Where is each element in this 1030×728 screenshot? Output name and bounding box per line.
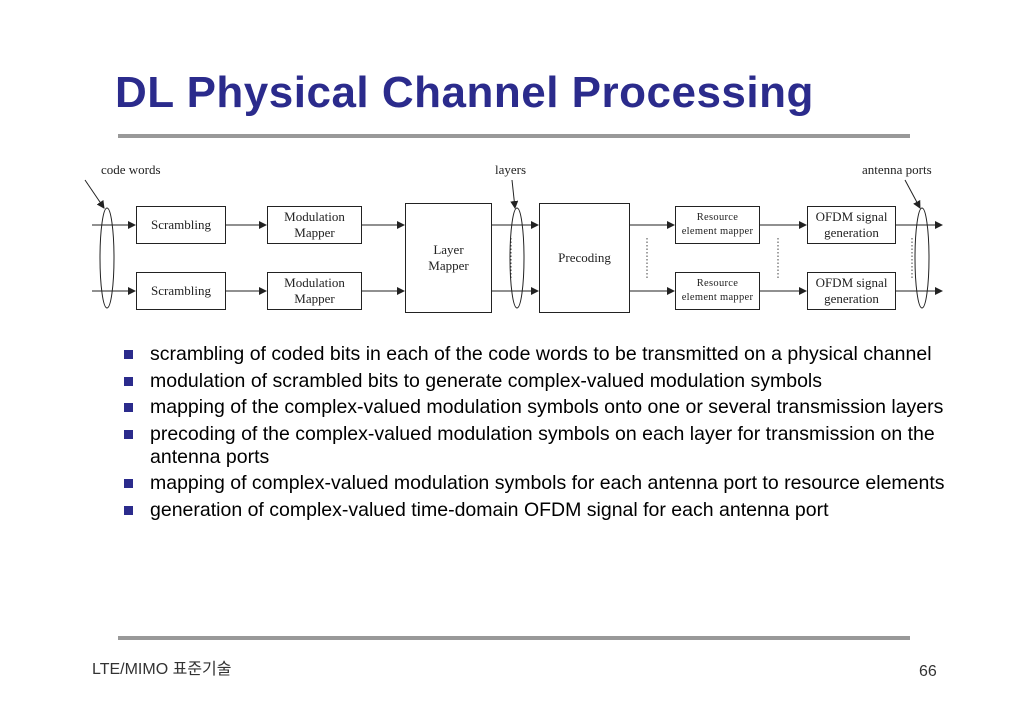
bullet-item: mapping of the complex-valued modulation… xyxy=(120,396,980,419)
square-bullet-icon xyxy=(124,350,133,359)
bullet-item: generation of complex-valued time-domain… xyxy=(120,499,980,522)
scrambling-block-2: Scrambling xyxy=(136,272,226,310)
pointer-antenna-ports xyxy=(904,179,921,209)
slide-title: DL Physical Channel Processing xyxy=(115,68,814,117)
modulation-mapper-block-2: Modulation Mapper xyxy=(267,272,362,310)
bullet-item: modulation of scrambled bits to generate… xyxy=(120,370,980,393)
title-divider xyxy=(118,134,910,138)
bullet-item: scrambling of coded bits in each of the … xyxy=(120,343,980,366)
square-bullet-icon xyxy=(124,479,133,488)
label-layers: layers xyxy=(495,162,527,177)
diagram-connectors xyxy=(84,179,943,309)
square-bullet-icon xyxy=(124,403,133,412)
footer-divider xyxy=(118,636,910,640)
bracket-ellipse-code-words xyxy=(99,207,115,309)
bullet-item: mapping of complex-valued modulation sym… xyxy=(120,472,980,495)
scrambling-block-1: Scrambling xyxy=(136,206,226,244)
bullet-item: precoding of the complex-valued modulati… xyxy=(120,423,980,469)
bullet-list: scrambling of coded bits in each of the … xyxy=(120,343,980,525)
square-bullet-icon xyxy=(124,376,133,386)
precoding-block: Precoding xyxy=(539,203,630,313)
label-antenna-ports: antenna ports xyxy=(862,162,932,177)
ofdm-signal-generation-block-1: OFDM signal generation xyxy=(807,206,896,244)
modulation-mapper-block-1: Modulation Mapper xyxy=(267,206,362,244)
bracket-ellipse-antenna-ports xyxy=(914,207,930,309)
pointer-code-words xyxy=(84,179,105,209)
page-number: 66 xyxy=(919,663,937,680)
resource-element-mapper-block-2: Resource element mapper xyxy=(675,272,760,310)
ofdm-signal-generation-block-2: OFDM signal generation xyxy=(807,272,896,310)
bracket-ellipse-layers xyxy=(509,207,525,309)
square-bullet-icon xyxy=(124,505,133,515)
resource-element-mapper-block-1: Resource element mapper xyxy=(675,206,760,244)
footer-course-label: LTE/MIMO 표준기술 xyxy=(92,661,232,678)
label-code-words: code words xyxy=(101,162,161,177)
pointer-layers xyxy=(510,179,519,209)
layer-mapper-block: Layer Mapper xyxy=(405,203,492,313)
square-bullet-icon xyxy=(124,429,133,439)
processing-block-diagram: code words layers antenna ports Scrambli… xyxy=(0,150,1030,330)
